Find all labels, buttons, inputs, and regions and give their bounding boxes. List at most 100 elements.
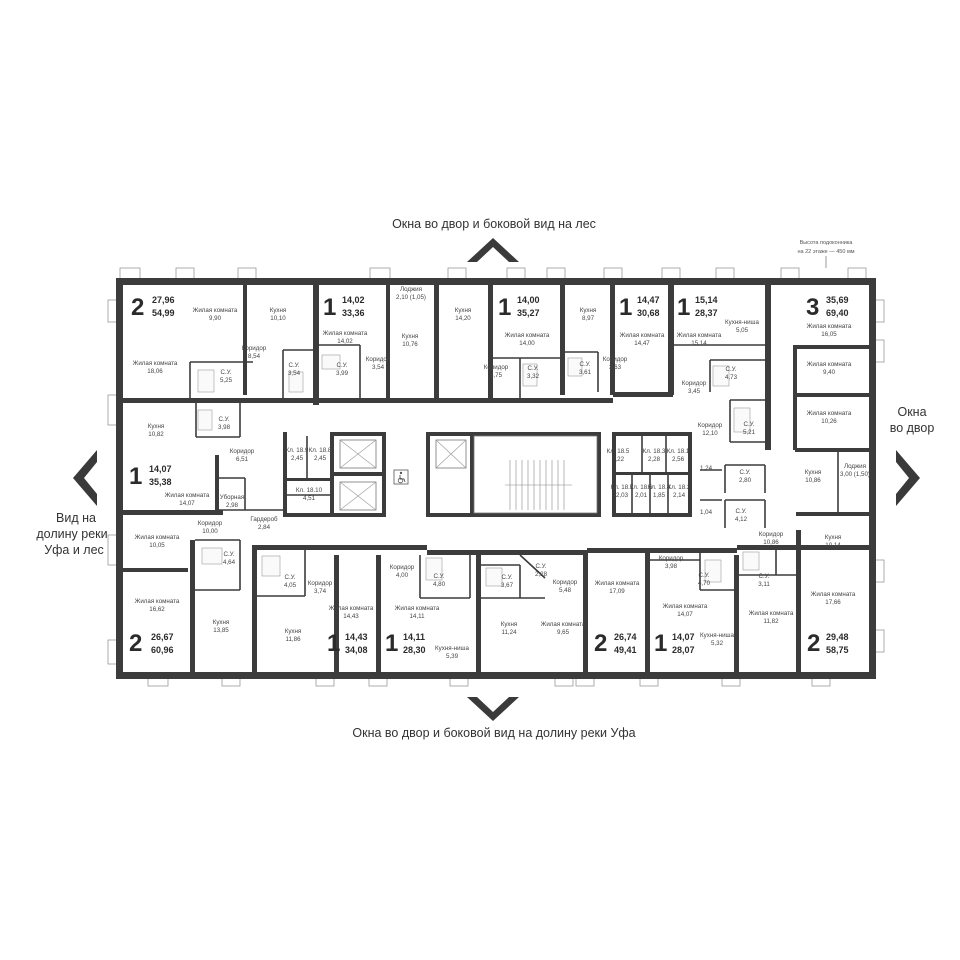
apartment-12[interactable]: 1 14,07 28,07 [654, 630, 695, 657]
svg-text:Кухня-ниша: Кухня-ниша [435, 645, 469, 652]
svg-text:Жилая комната: Жилая комната [133, 360, 178, 367]
svg-text:1: 1 [677, 294, 690, 321]
svg-text:27,96: 27,96 [152, 295, 175, 305]
apartment-9[interactable]: 1 14,43 34,08 [327, 630, 368, 657]
svg-text:Жилая комната: Жилая комната [193, 307, 238, 314]
svg-text:Кл. 18.10: Кл. 18.10 [296, 487, 323, 494]
dim-label: 1,24 [700, 465, 713, 472]
svg-text:4,73: 4,73 [725, 374, 738, 381]
svg-text:С.У.: С.У. [579, 361, 590, 368]
caption-top: Окна во двор и боковой вид на лес [392, 217, 596, 231]
svg-text:Кухня: Кухня [285, 628, 302, 635]
svg-text:10,26: 10,26 [821, 418, 837, 425]
svg-text:Кухня: Кухня [825, 534, 842, 541]
apartment-7[interactable]: 1 14,07 35,38 [129, 463, 172, 490]
svg-text:3,75: 3,75 [490, 372, 503, 379]
svg-text:15,14: 15,14 [695, 295, 718, 305]
svg-text:1: 1 [619, 294, 632, 321]
svg-text:Кухня: Кухня [580, 307, 597, 314]
svg-text:Коридор: Коридор [198, 520, 223, 527]
svg-text:3,32: 3,32 [527, 373, 540, 380]
apartment-4[interactable]: 1 14,47 30,68 [619, 294, 660, 321]
svg-text:9,40: 9,40 [823, 369, 836, 376]
svg-text:14,47: 14,47 [637, 295, 660, 305]
svg-text:С.У.: С.У. [288, 362, 299, 369]
svg-text:Коридор: Коридор [242, 345, 267, 352]
svg-text:Лоджия: Лоджия [400, 286, 422, 293]
svg-text:С.У.: С.У. [218, 416, 229, 423]
svg-text:4,05: 4,05 [284, 582, 297, 589]
svg-text:Жилая комната: Жилая комната [323, 330, 368, 337]
svg-text:Жилая комната: Жилая комната [807, 323, 852, 330]
apartment-3[interactable]: 1 14,00 35,27 [498, 294, 540, 321]
svg-text:5,21: 5,21 [743, 429, 756, 436]
svg-text:14,07: 14,07 [149, 464, 172, 474]
caption-right-2: во двор [890, 421, 935, 435]
svg-text:Коридор: Коридор [659, 555, 684, 562]
svg-text:Жилая комната: Жилая комната [677, 332, 722, 339]
svg-text:Жилая комната: Жилая комната [807, 410, 852, 417]
svg-text:60,96: 60,96 [151, 645, 174, 655]
svg-text:Жилая комната: Жилая комната [329, 605, 374, 612]
svg-text:12,10: 12,10 [702, 430, 718, 437]
apartment-1[interactable]: 2 27,96 54,99 [131, 294, 175, 321]
svg-text:14,43: 14,43 [345, 632, 368, 642]
svg-text:С.У.: С.У. [284, 574, 295, 581]
svg-text:Коридор: Коридор [603, 356, 628, 363]
svg-text:Коридор: Коридор [759, 531, 784, 538]
apartment-6[interactable]: 3 35,69 69,40 [806, 294, 849, 321]
svg-text:1: 1 [654, 630, 667, 657]
svg-text:Кл. 18.6: Кл. 18.6 [630, 484, 653, 491]
svg-text:5,05: 5,05 [736, 327, 749, 334]
svg-text:Жилая комната: Жилая комната [541, 621, 586, 628]
svg-text:3,00 (1,50): 3,00 (1,50) [840, 471, 870, 478]
svg-text:14,47: 14,47 [634, 340, 650, 347]
apartment-5[interactable]: 1 15,14 28,37 [677, 294, 718, 321]
svg-text:2: 2 [131, 294, 144, 321]
partitions [189, 344, 839, 599]
svg-text:Уборная: Уборная [220, 494, 244, 501]
svg-text:3,45: 3,45 [688, 388, 701, 395]
svg-text:10,82: 10,82 [148, 431, 164, 438]
svg-text:Кл. 18.1: Кл. 18.1 [667, 448, 690, 455]
svg-text:Кухня: Кухня [501, 621, 518, 628]
svg-text:Кл. 18.2: Кл. 18.2 [668, 484, 691, 491]
svg-text:1: 1 [385, 630, 398, 657]
svg-text:2,45: 2,45 [314, 455, 327, 462]
svg-text:Кухня: Кухня [270, 307, 287, 314]
apartment-8[interactable]: 2 26,67 60,96 [129, 630, 174, 657]
svg-text:3,63: 3,63 [609, 364, 622, 371]
svg-text:С.У.: С.У. [501, 574, 512, 581]
sill-note-2: на 22 этаже — 450 мм [797, 249, 854, 255]
svg-text:Коридор: Коридор [484, 364, 509, 371]
svg-text:Коридор: Коридор [230, 448, 255, 455]
apartment-13[interactable]: 2 29,48 58,75 [807, 630, 849, 657]
svg-text:58,75: 58,75 [826, 645, 849, 655]
apartment-11[interactable]: 2 26,74 49,41 [594, 630, 637, 657]
apartment-10[interactable]: 1 14,11 28,30 [385, 630, 426, 657]
svg-text:4,12: 4,12 [735, 516, 748, 523]
svg-text:49,41: 49,41 [614, 645, 637, 655]
svg-text:4,70: 4,70 [698, 580, 711, 587]
svg-text:1: 1 [129, 463, 142, 490]
svg-text:14,00: 14,00 [517, 295, 540, 305]
svg-text:35,27: 35,27 [517, 308, 540, 318]
svg-text:Кухня: Кухня [402, 333, 419, 340]
svg-text:С.У.: С.У. [527, 365, 538, 372]
svg-text:2: 2 [594, 630, 607, 657]
wheelchair-icon [393, 469, 409, 485]
svg-text:Жилая комната: Жилая комната [505, 332, 550, 339]
caption-left-1: Вид на [56, 511, 96, 525]
caption-bottom: Окна во двор и боковой вид на долину рек… [352, 726, 635, 740]
arrow-left-icon [73, 450, 97, 506]
svg-text:Кл. 18.4: Кл. 18.4 [648, 484, 671, 491]
svg-text:5,39: 5,39 [446, 653, 459, 660]
apartment-2[interactable]: 1 14,02 33,36 [323, 294, 365, 321]
svg-text:3,61: 3,61 [579, 369, 592, 376]
svg-text:Жилая комната: Жилая комната [135, 534, 180, 541]
svg-text:Жилая комната: Жилая комната [663, 603, 708, 610]
svg-text:3,54: 3,54 [288, 370, 301, 377]
svg-text:5,32: 5,32 [711, 640, 724, 647]
